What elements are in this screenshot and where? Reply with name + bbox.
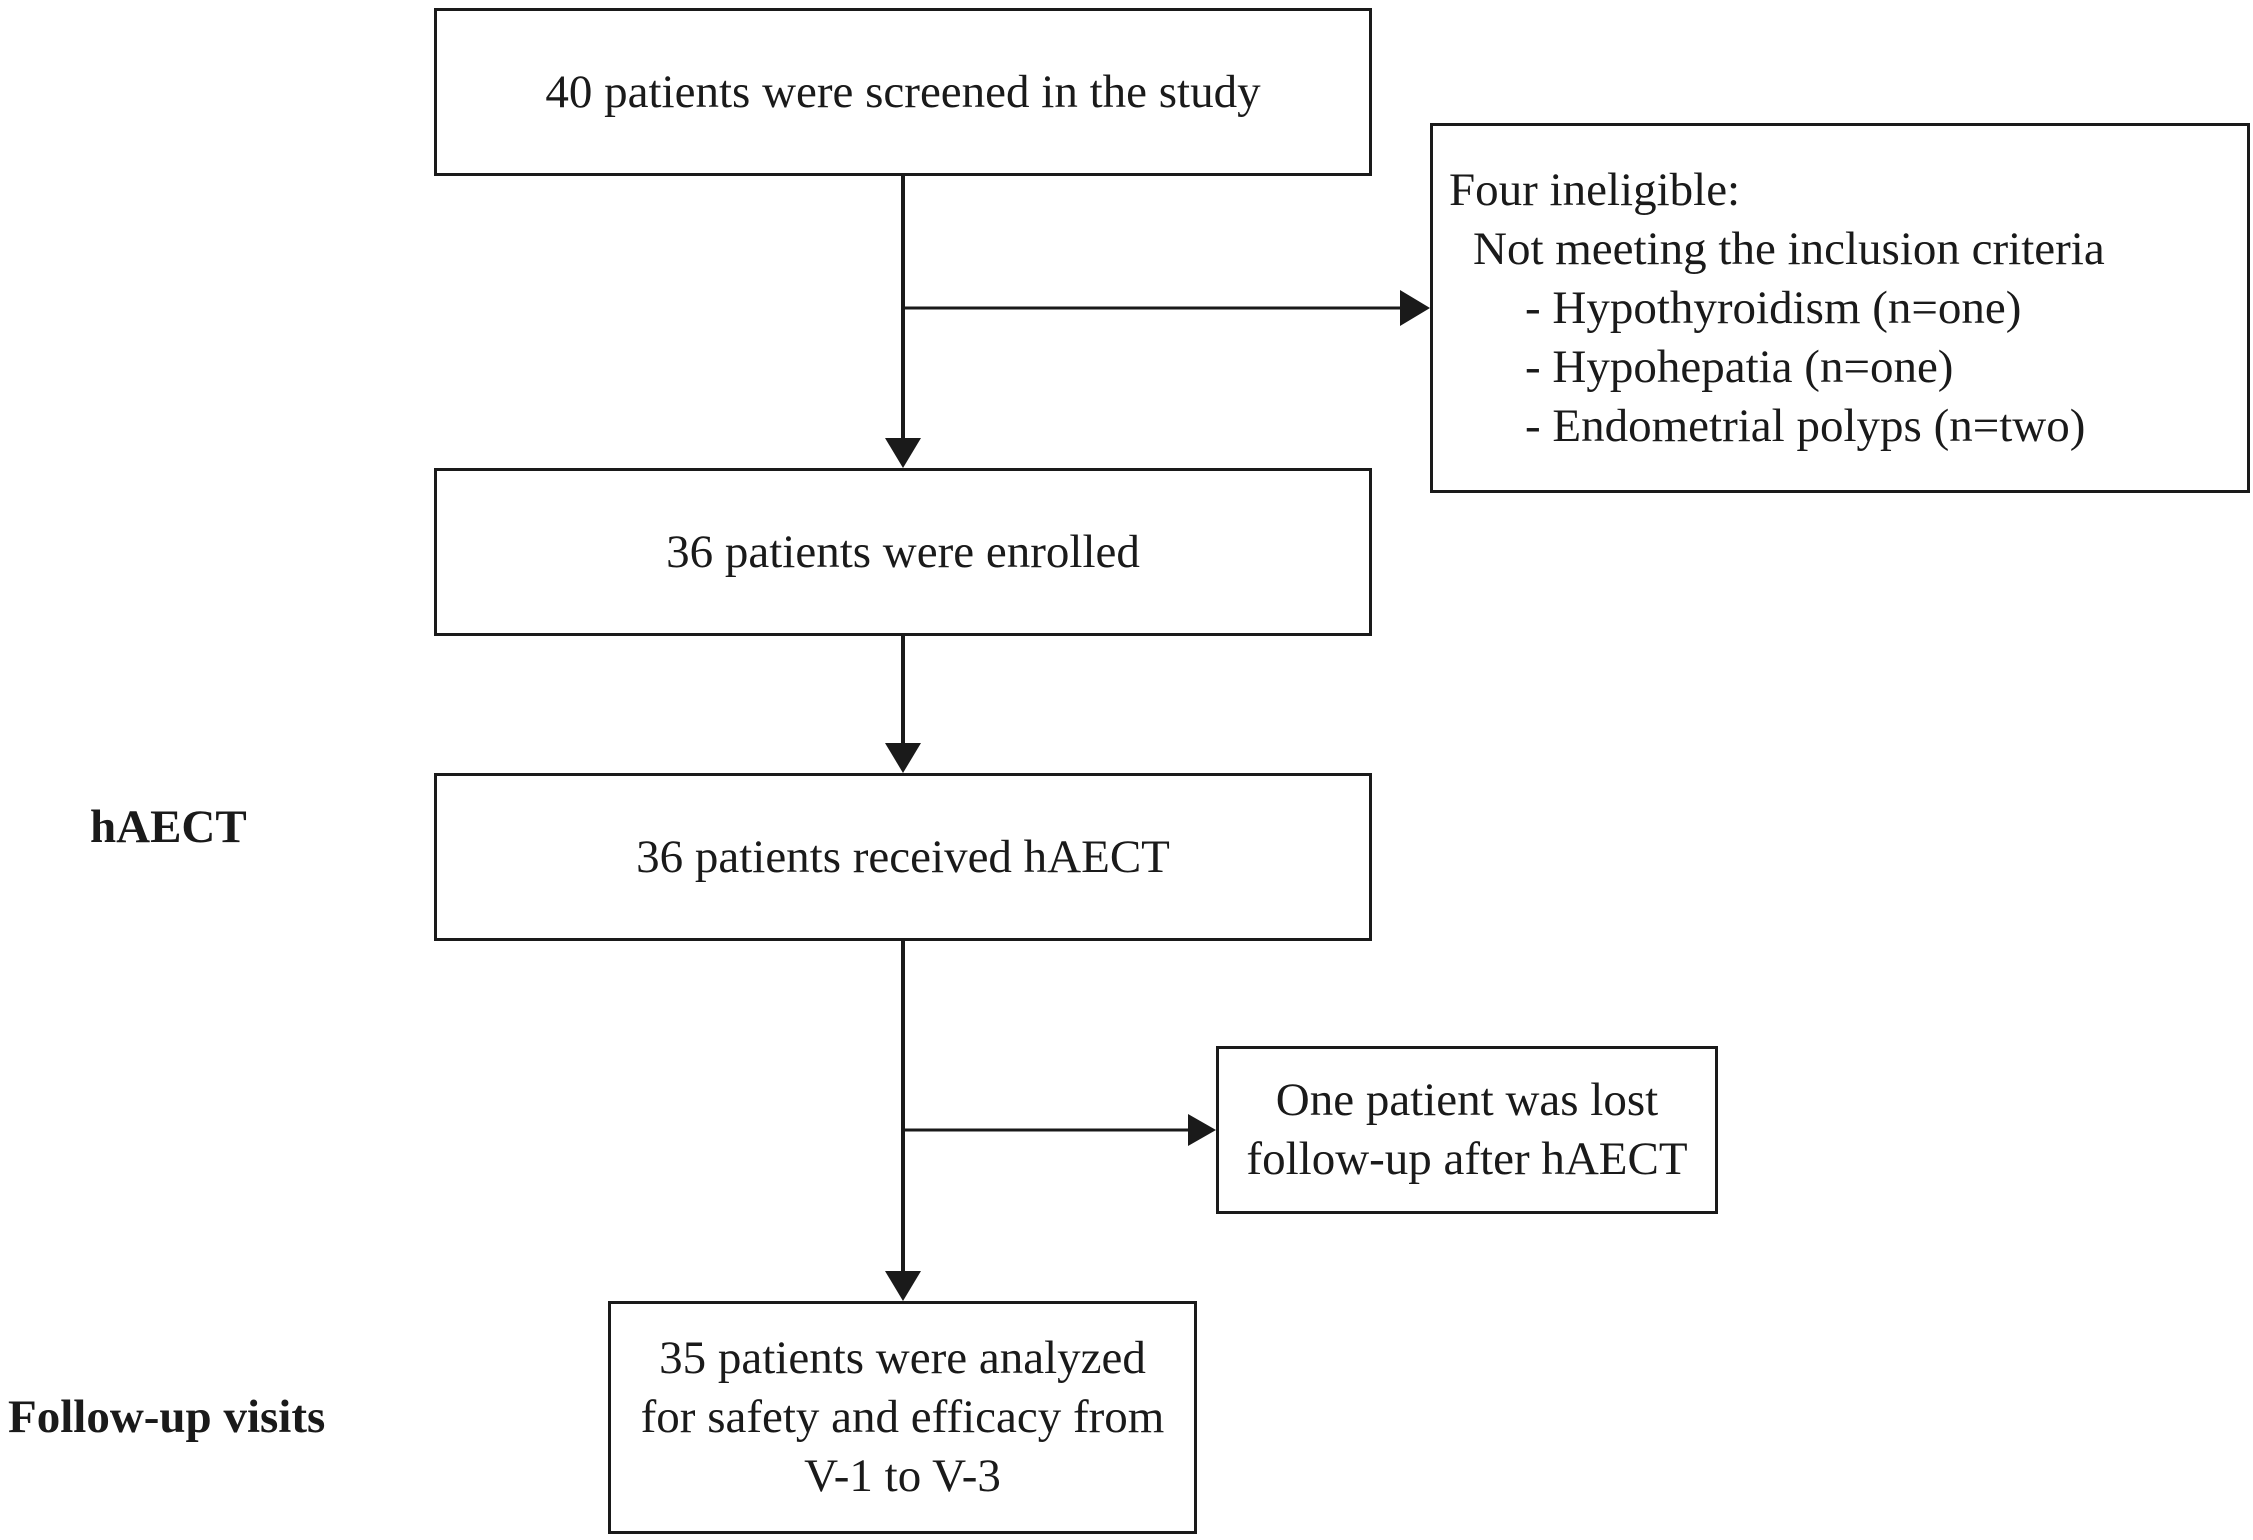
screened-box: 40 patients were screened in the study xyxy=(434,8,1372,176)
stage-label-followup: Follow-up visits xyxy=(8,1391,326,1443)
lost-followup-box: One patient was lost follow-up after hAE… xyxy=(1216,1046,1718,1214)
ineligible-reason: Not meeting the inclusion criteria xyxy=(1473,222,2105,275)
arrow-screened-to-enrolled xyxy=(885,176,921,468)
stage-label-haect: hAECT xyxy=(90,801,247,853)
arrow-to-lost xyxy=(903,1114,1216,1146)
analyzed-text: V-1 to V-3 xyxy=(804,1450,1001,1502)
ineligible-item: - Hypohepatia (n=one) xyxy=(1525,340,1954,393)
received-box: 36 patients received hAECT xyxy=(434,773,1372,941)
enrolled-box: 36 patients were enrolled xyxy=(434,468,1372,636)
analyzed-box: 35 patients were analyzed for safety and… xyxy=(608,1301,1197,1534)
analyzed-text: for safety and efficacy from xyxy=(640,1391,1165,1443)
ineligible-item: - Endometrial polyps (n=two) xyxy=(1525,399,2086,452)
received-text: 36 patients received hAECT xyxy=(636,830,1170,883)
analyzed-text: 35 patients were analyzed xyxy=(659,1332,1146,1384)
arrow-received-to-analyzed xyxy=(885,941,921,1301)
ineligible-item: - Hypothyroidism (n=one) xyxy=(1525,281,2022,334)
ineligible-box: Four ineligible: Not meeting the inclusi… xyxy=(1430,123,2250,493)
lost-followup-text: One patient was lost xyxy=(1275,1074,1659,1126)
arrow-enrolled-to-received xyxy=(885,636,921,773)
lost-followup-text: follow-up after hAECT xyxy=(1246,1133,1688,1185)
arrow-to-ineligible xyxy=(903,290,1430,326)
enrolled-text: 36 patients were enrolled xyxy=(666,525,1140,578)
screened-text: 40 patients were screened in the study xyxy=(545,65,1261,118)
ineligible-heading: Four ineligible: xyxy=(1449,163,1741,216)
